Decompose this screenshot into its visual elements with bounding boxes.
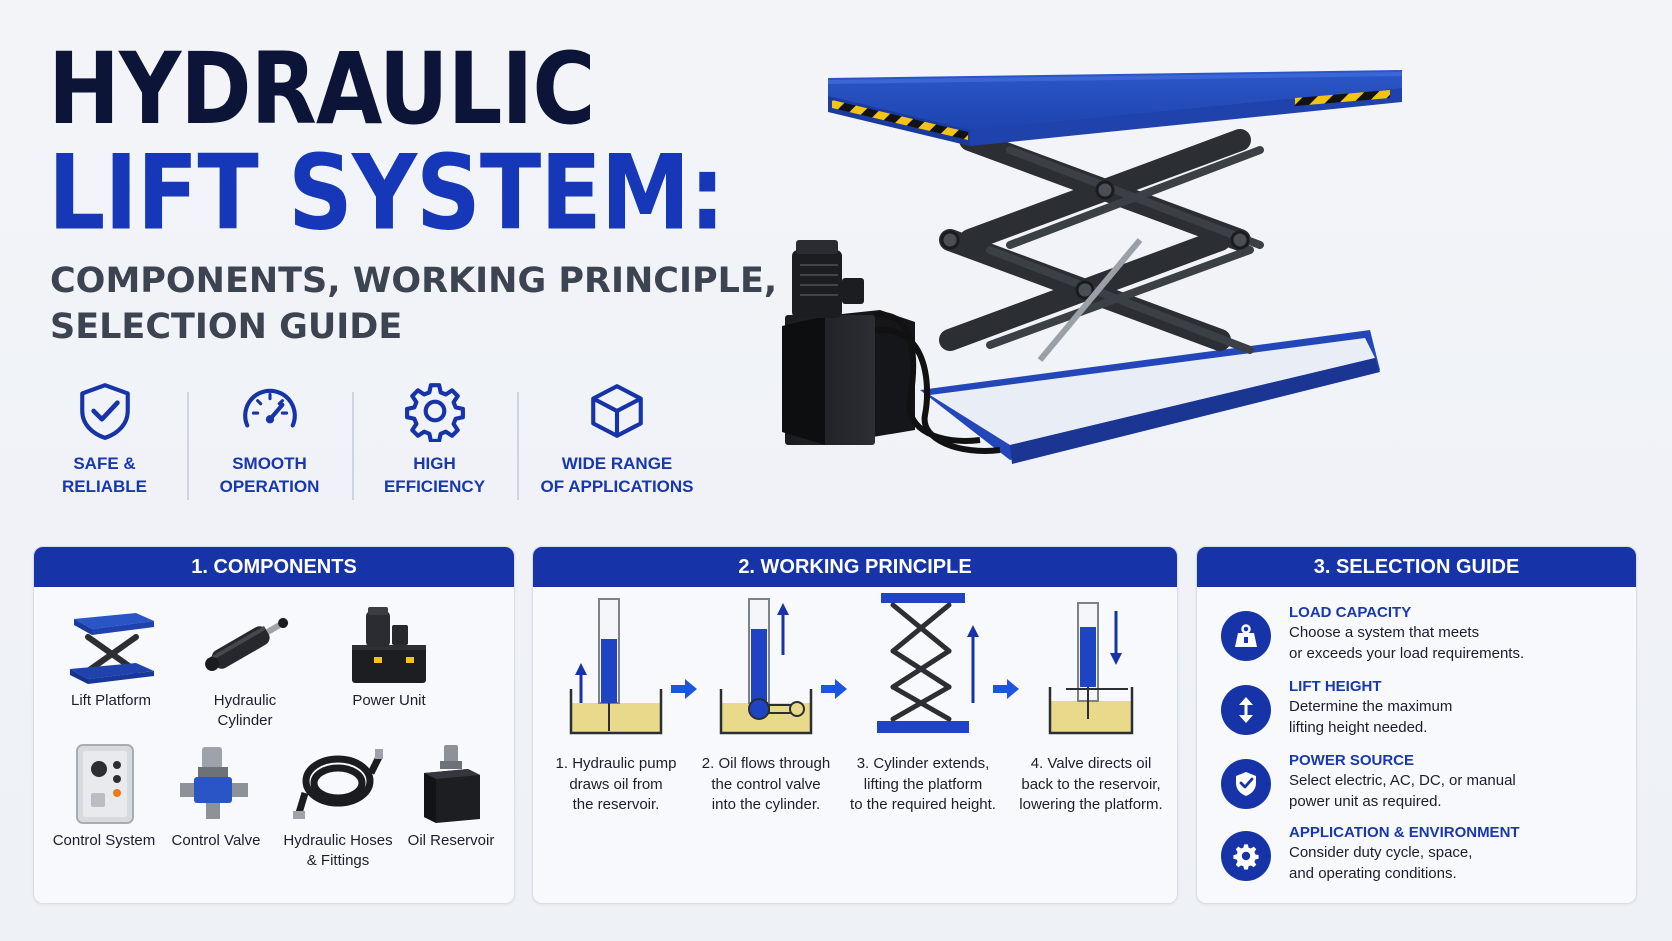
feature-high-efficiency: HIGH EFFICIENCY: [352, 380, 517, 500]
step-4: 4. Valve directs oil back to the reservo…: [1011, 591, 1171, 816]
hydraulic-cylinder-icon: [205, 618, 289, 671]
pump-draws-oil-diagram: [569, 598, 663, 735]
oil-reservoir-icon: [424, 745, 480, 823]
working-principle-panel: 2. WORKING PRINCIPLE 1. Hydraulic pump d…: [532, 546, 1178, 904]
step-3: 3. Cylinder extends, lifting the platfor…: [843, 591, 1003, 816]
arrow-right-icon: [821, 679, 847, 699]
component-hydraulic-hoses: Hydraulic Hoses & Fittings: [272, 743, 404, 871]
arrow-right-icon: [993, 679, 1019, 699]
guide-desc: Consider duty cycle, space, and operatin…: [1289, 844, 1473, 882]
control-box-icon: [76, 744, 134, 824]
component-label: Control Valve: [171, 832, 261, 849]
component-power-unit: Power Unit: [334, 605, 444, 711]
power-unit-icon: [352, 607, 426, 683]
shield-check-icon: [79, 383, 130, 440]
lift-platform-icon: [70, 613, 154, 684]
feature-label: SAFE & RELIABLE: [62, 454, 147, 496]
selection-guide-panel: 3. SELECTION GUIDE LOAD CAPACITY Choose …: [1196, 546, 1637, 904]
feature-safe-reliable: SAFE & RELIABLE: [22, 380, 187, 498]
weight-icon: [1221, 611, 1271, 661]
feature-smooth-operation: SMOOTH OPERATION: [187, 380, 352, 500]
feature-highlights: SAFE & RELIABLE SMOOTH OPERATION HIGH EF…: [22, 380, 717, 500]
gauge-icon: [242, 388, 297, 428]
component-control-system: Control System: [38, 743, 170, 851]
guide-title: POWER SOURCE: [1289, 752, 1415, 769]
component-label: Lift Platform: [70, 692, 152, 709]
cube-icon: [591, 384, 643, 438]
components-panel: 1. COMPONENTS Lift Platform Hydraulic: [33, 546, 515, 904]
subtitle-line-2: SELECTION GUIDE: [50, 307, 403, 347]
subtitle-line-1: COMPONENTS, WORKING PRINCIPLE,: [50, 261, 778, 301]
hydraulic-lift-illustration: [782, 70, 1402, 464]
control-valve-icon: [180, 747, 248, 819]
step-text: 3. Cylinder extends, lifting the platfor…: [850, 755, 996, 813]
gear-icon: [404, 383, 465, 442]
up-down-arrow-icon: [1221, 685, 1271, 735]
guide-title: APPLICATION & ENVIRONMENT: [1289, 824, 1520, 841]
cylinder-extends-diagram: [877, 593, 979, 733]
hydraulic-hose-icon: [293, 749, 383, 819]
selection-guide-heading: 3. SELECTION GUIDE: [1197, 547, 1636, 587]
component-label: Hydraulic Cylinder: [213, 692, 277, 729]
component-label: Power Unit: [352, 692, 426, 709]
component-oil-reservoir: Oil Reservoir: [396, 743, 506, 851]
step-text: 2. Oil flows through the control valve i…: [701, 755, 831, 813]
component-label: Control System: [52, 832, 156, 849]
guide-title: LIFT HEIGHT: [1289, 678, 1382, 695]
components-heading: 1. COMPONENTS: [34, 547, 514, 587]
guide-desc: Determine the maximum lifting height nee…: [1289, 698, 1453, 736]
feature-label: WIDE RANGE OF APPLICATIONS: [540, 454, 694, 496]
guide-desc: Choose a system that meets or exceeds yo…: [1289, 624, 1525, 662]
guide-desc: Select electric, AC, DC, or manual power…: [1289, 772, 1516, 810]
component-control-valve: Control Valve: [166, 743, 266, 851]
valve-returns-oil-diagram: [1048, 602, 1134, 735]
subtitle: COMPONENTS, WORKING PRINCIPLE, SELECTION…: [50, 258, 777, 350]
component-hydraulic-cylinder: Hydraulic Cylinder: [190, 605, 300, 731]
title-line-1: HYDRAULIC: [48, 31, 596, 147]
oil-flows-through-valve-diagram: [719, 598, 813, 735]
working-principle-heading: 2. WORKING PRINCIPLE: [533, 547, 1177, 587]
component-label: Oil Reservoir: [407, 832, 495, 849]
step-text: 4. Valve directs oil back to the reservo…: [1019, 755, 1163, 813]
step-1: 1. Hydraulic pump draws oil from the res…: [541, 591, 691, 816]
component-label: Hydraulic Hoses & Fittings: [283, 832, 393, 869]
shield-check-icon: [1221, 759, 1271, 809]
step-text: 1. Hydraulic pump draws oil from the res…: [555, 755, 677, 813]
feature-label: HIGH EFFICIENCY: [383, 454, 486, 496]
step-2: 2. Oil flows through the control valve i…: [691, 591, 841, 816]
title-line-2: LIFT SYSTEM:: [48, 132, 725, 254]
feature-label: SMOOTH OPERATION: [219, 454, 320, 496]
feature-wide-range: WIDE RANGE OF APPLICATIONS: [517, 380, 717, 500]
arrow-right-icon: [671, 679, 697, 699]
gear-icon: [1221, 831, 1271, 881]
component-lift-platform: Lift Platform: [56, 605, 166, 711]
guide-title: LOAD CAPACITY: [1289, 604, 1412, 621]
